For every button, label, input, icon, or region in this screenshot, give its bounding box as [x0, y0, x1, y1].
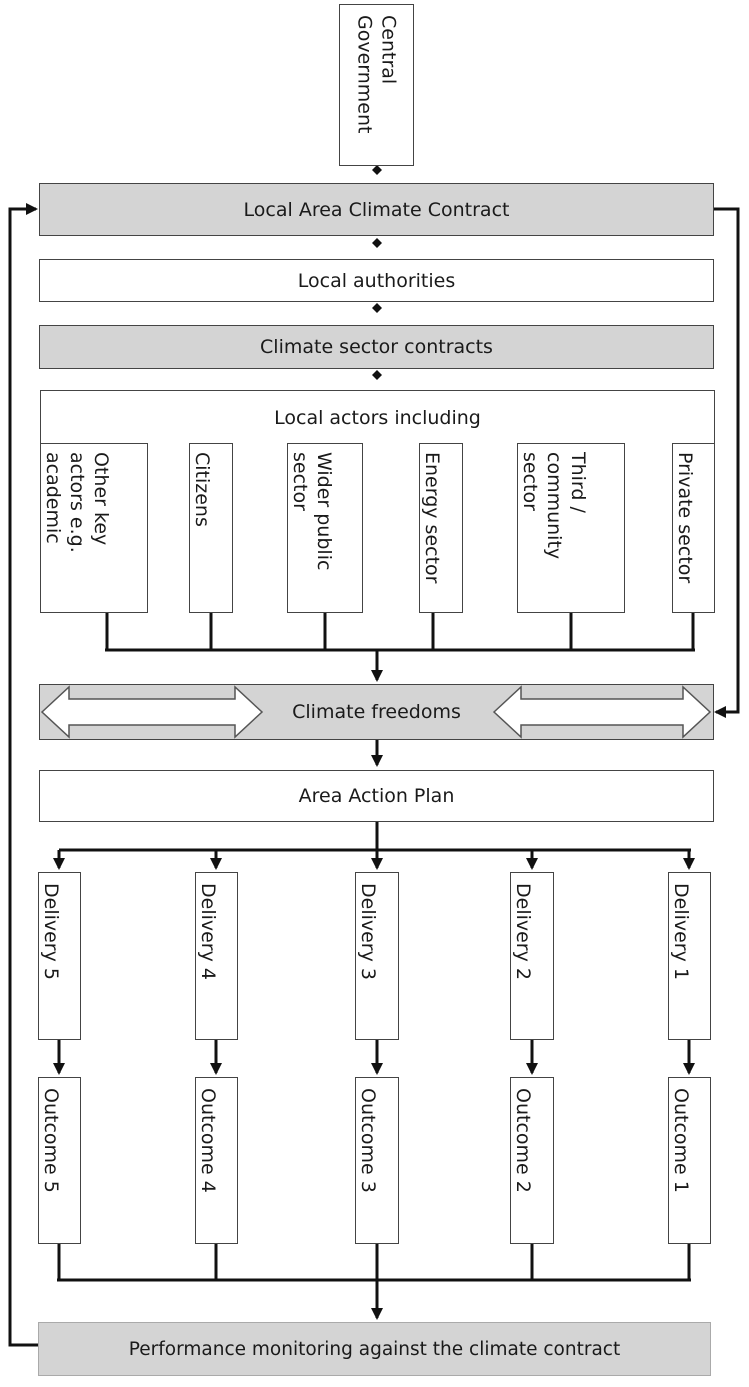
outcome-label: Outcome 3: [357, 1088, 379, 1193]
delivery-label: Delivery 4: [197, 883, 219, 980]
performance-monitoring-box: Performance monitoring against the clima…: [38, 1322, 711, 1376]
local-area-contract-box: Local Area Climate Contract: [39, 183, 714, 236]
delivery-label: Delivery 1: [670, 883, 692, 980]
actors-merge-lines: [105, 612, 695, 682]
contract-freedoms-link: [713, 207, 740, 718]
actor-label: Third / community sector: [519, 452, 589, 560]
outcome-box-5: Outcome 5: [38, 1077, 81, 1244]
sector-contracts-box: Climate sector contracts: [39, 325, 714, 369]
plan-branch-lines: [53, 822, 695, 870]
outcome-box-3: Outcome 3: [355, 1077, 399, 1244]
local-actors-label: Local actors including: [274, 407, 481, 429]
area-action-plan-box: Area Action Plan: [39, 770, 714, 822]
delivery-box-1: Delivery 1: [668, 872, 711, 1040]
outcome-label: Outcome 2: [512, 1088, 534, 1193]
delivery-box-3: Delivery 3: [355, 872, 399, 1040]
outcome-box-2: Outcome 2: [510, 1077, 554, 1244]
outcome-label: Outcome 4: [197, 1088, 219, 1193]
actor-label: Citizens: [191, 452, 213, 527]
delivery-box-4: Delivery 4: [195, 872, 238, 1040]
performance-monitoring-label: Performance monitoring against the clima…: [128, 1338, 621, 1360]
delivery-outcome-lines: [53, 1040, 695, 1075]
actor-other-key: Other key actors e.g. academic: [40, 443, 148, 613]
actor-energy: Energy sector: [419, 443, 463, 613]
actor-third-community: Third / community sector: [517, 443, 625, 613]
actor-label: Private sector: [674, 452, 696, 584]
outcome-label: Outcome 1: [670, 1088, 692, 1193]
actor-label: Other key actors e.g. academic: [42, 452, 112, 553]
outcomes-merge-lines: [57, 1244, 691, 1320]
central-government-label: Central Government: [353, 15, 400, 134]
area-action-plan-label: Area Action Plan: [298, 785, 455, 807]
feedback-loop: [8, 203, 38, 1347]
outcome-box-4: Outcome 4: [195, 1077, 238, 1244]
outcome-box-1: Outcome 1: [668, 1077, 711, 1244]
local-authorities-label: Local authorities: [297, 269, 456, 292]
double-arrow-right-icon: [492, 685, 712, 739]
delivery-box-2: Delivery 2: [510, 872, 554, 1040]
local-actors-header: Local actors including: [40, 390, 715, 445]
actor-label: Wider public sector: [289, 452, 335, 571]
delivery-label: Delivery 5: [40, 883, 62, 980]
outcome-label: Outcome 5: [40, 1088, 62, 1193]
local-authorities-box: Local authorities: [39, 259, 714, 302]
delivery-label: Delivery 3: [357, 883, 379, 980]
sector-contracts-label: Climate sector contracts: [260, 336, 493, 358]
actor-citizens: Citizens: [189, 443, 233, 613]
actor-label: Energy sector: [421, 452, 443, 584]
delivery-box-5: Delivery 5: [38, 872, 81, 1040]
delivery-label: Delivery 2: [512, 883, 534, 980]
actor-private: Private sector: [672, 443, 715, 613]
actor-wider-public: Wider public sector: [287, 443, 363, 613]
climate-freedoms-label: Climate freedoms: [292, 701, 461, 723]
local-area-contract-label: Local Area Climate Contract: [243, 198, 510, 221]
double-arrow-left-icon: [40, 685, 264, 739]
central-government-box: Central Government: [339, 4, 414, 166]
